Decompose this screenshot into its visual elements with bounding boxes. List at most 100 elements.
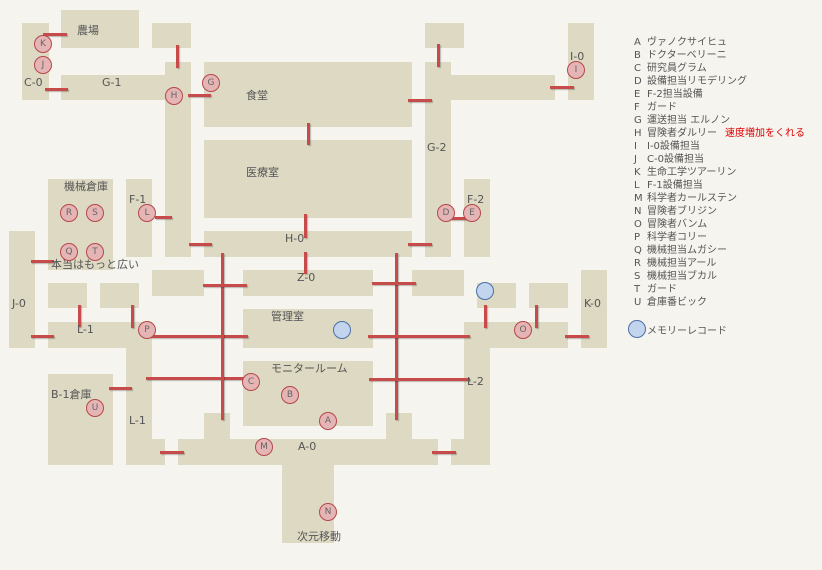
door: [437, 44, 440, 67]
label-actually-larger: 本当はもっと広い: [51, 258, 139, 271]
room-block-right: [412, 270, 464, 296]
door: [78, 305, 81, 327]
npc-marker-p[interactable]: P: [138, 321, 156, 339]
memory-record-marker[interactable]: [333, 321, 351, 339]
legend-name: 機械担当アール: [647, 258, 717, 269]
door: [304, 252, 307, 274]
legend-key: B: [634, 50, 641, 61]
npc-marker-h[interactable]: H: [165, 87, 183, 105]
label-z0: Z-0: [297, 271, 316, 284]
memory-record-marker[interactable]: [476, 282, 494, 300]
legend-name: F-2担当設備: [647, 89, 703, 100]
legend-item: R 機械担当アール: [634, 257, 805, 270]
door: [43, 33, 67, 36]
door: [150, 335, 248, 338]
room-monitor: [243, 361, 373, 426]
door: [131, 305, 134, 328]
door: [369, 378, 470, 381]
legend-name: 科学者コリー: [647, 232, 707, 243]
door: [408, 99, 432, 102]
door: [189, 243, 212, 246]
door: [450, 217, 470, 220]
npc-marker-c[interactable]: C: [242, 373, 260, 391]
room-z0: [243, 270, 373, 296]
legend-key: D: [634, 76, 642, 87]
label-monitor: モニタールーム: [271, 362, 348, 375]
legend-name: C-0設備担当: [647, 154, 704, 165]
npc-marker-s[interactable]: S: [86, 204, 104, 222]
label-l1-bottom: L-1: [129, 414, 146, 427]
door: [31, 260, 54, 263]
door: [372, 282, 416, 285]
room-block-a0-right: [386, 413, 412, 439]
npc-marker-o[interactable]: O: [514, 321, 532, 339]
npc-marker-a[interactable]: A: [319, 412, 337, 430]
label-a0: A-0: [298, 440, 317, 453]
npc-marker-l[interactable]: L: [138, 204, 156, 222]
label-l1-top: L-1: [77, 323, 94, 336]
legend-name: ガード: [647, 284, 677, 295]
npc-marker-b[interactable]: B: [281, 386, 299, 404]
room-small-top-right: [425, 23, 464, 48]
door: [160, 451, 184, 454]
label-farm: 農場: [77, 24, 99, 37]
label-medical: 医療室: [246, 166, 279, 179]
npc-marker-u[interactable]: U: [86, 399, 104, 417]
npc-marker-d[interactable]: D: [437, 204, 455, 222]
npc-marker-i[interactable]: I: [567, 61, 585, 79]
legend-key: I: [634, 141, 637, 152]
room-l1-foot: [126, 439, 165, 465]
legend-key: R: [634, 258, 641, 269]
legend-name: ヴァノクサイヒュ: [647, 37, 727, 48]
room-small-top: [152, 23, 191, 48]
npc-marker-m[interactable]: M: [255, 438, 273, 456]
room-j0: [9, 231, 35, 348]
legend-name: 生命工学ツアーリン: [647, 167, 737, 178]
legend-item: F ガード: [634, 101, 805, 114]
npc-marker-g[interactable]: G: [202, 74, 220, 92]
legend-key: N: [634, 206, 642, 217]
legend-name: 冒険者ブリジン: [647, 206, 717, 217]
npc-marker-n[interactable]: N: [319, 503, 337, 521]
room-block-a0-left: [204, 413, 230, 439]
legend-item: N 冒険者ブリジン: [634, 205, 805, 218]
npc-marker-t[interactable]: T: [86, 243, 104, 261]
label-dimension-move: 次元移動: [297, 530, 341, 543]
legend-key: F: [634, 102, 640, 113]
legend-memory-record: メモリーレコード: [628, 320, 727, 338]
room-small-l2b: [529, 283, 568, 308]
legend-key: E: [634, 89, 641, 100]
legend-item: S 機械担当ブカル: [634, 270, 805, 283]
npc-marker-k[interactable]: K: [34, 35, 52, 53]
legend-key: O: [634, 219, 642, 230]
door: [203, 284, 247, 287]
legend-name: 機械担当ブカル: [647, 271, 717, 282]
door: [550, 86, 574, 89]
legend-note: 速度増加をくれる: [725, 128, 805, 139]
npc-marker-q[interactable]: Q: [60, 243, 78, 261]
legend-key: G: [634, 115, 642, 126]
legend-key: T: [634, 284, 641, 295]
label-i0: I-0: [570, 50, 585, 63]
legend-memory-label: メモリーレコード: [647, 325, 727, 337]
legend-key: U: [634, 297, 642, 308]
legend-item: T ガード: [634, 283, 805, 296]
memory-record-icon: [628, 320, 646, 338]
legend-name: ガード: [647, 102, 677, 113]
door: [307, 123, 310, 145]
legend-key: S: [634, 271, 641, 282]
npc-marker-r[interactable]: R: [60, 204, 78, 222]
room-medical: [204, 140, 412, 218]
npc-marker-j[interactable]: J: [34, 56, 52, 74]
door: [45, 88, 68, 91]
npc-marker-e[interactable]: E: [463, 204, 481, 222]
